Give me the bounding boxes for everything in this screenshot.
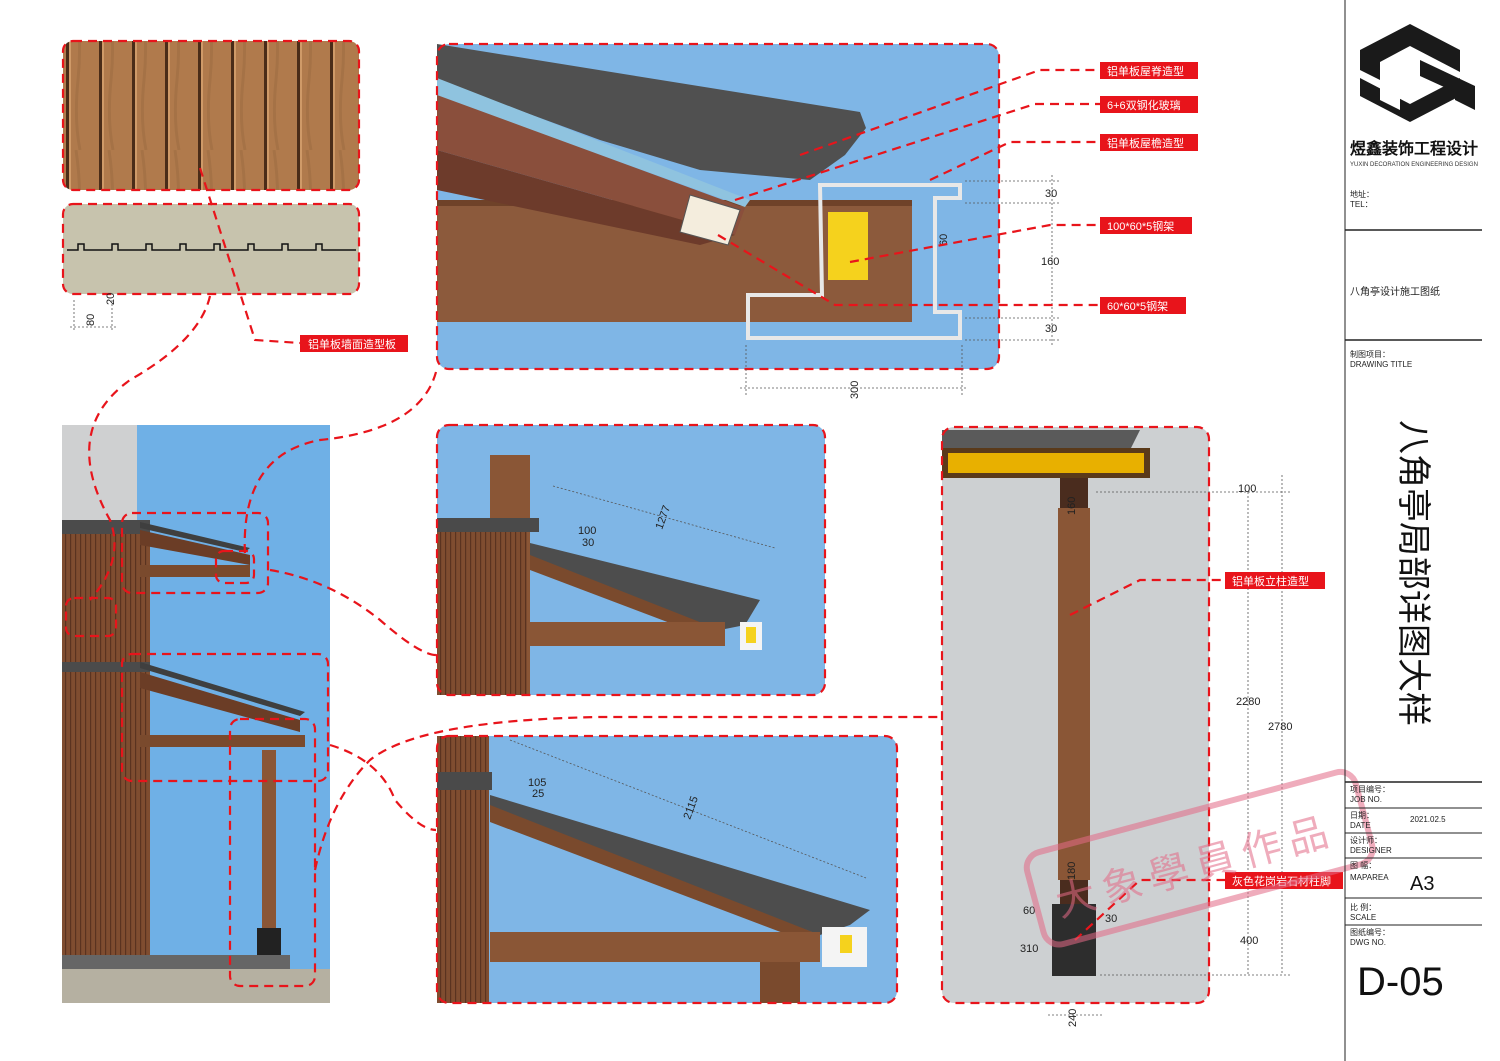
dim-col-2780: 2780 bbox=[1268, 721, 1292, 733]
dim-col-60: 60 bbox=[1023, 905, 1035, 917]
svg-text:60*60*5钢架: 60*60*5钢架 bbox=[1107, 300, 1168, 313]
scale-cn: 比 例： bbox=[1350, 902, 1376, 912]
wall-panel-elevation bbox=[61, 39, 361, 192]
tel-label: TEL： bbox=[1350, 200, 1373, 209]
upper-roof-detail: 1277 100 30 bbox=[435, 423, 827, 697]
job-no-cn: 项目编号： bbox=[1350, 784, 1390, 794]
date-value: 2021.02.5 bbox=[1410, 815, 1446, 824]
company-name: 煜鑫装饰工程设计 bbox=[1350, 139, 1478, 158]
drawing-title-label-en: DRAWING TITLE bbox=[1350, 360, 1412, 369]
dim-roof2-105: 105 bbox=[528, 777, 546, 789]
dim-col-30: 30 bbox=[1105, 913, 1117, 925]
dim-roof1-30: 30 bbox=[582, 537, 594, 549]
dim-20: 20 bbox=[105, 293, 117, 305]
column-detail: 100 160 2280 2780 180 60 30 310 400 240 bbox=[940, 425, 1292, 1027]
maparea-value: A3 bbox=[1410, 873, 1434, 895]
svg-text:铝单板墙面造型板: 铝单板墙面造型板 bbox=[308, 337, 396, 351]
lower-roof-detail: 2115 105 25 bbox=[435, 734, 899, 1005]
callout-steel-60: 60*60*5钢架 bbox=[1100, 297, 1186, 314]
address-label: 地址： bbox=[1350, 189, 1374, 199]
dim-col-160: 160 bbox=[1066, 497, 1078, 515]
dim-col-180: 180 bbox=[1066, 862, 1078, 880]
dim-col-2280: 2280 bbox=[1236, 696, 1260, 708]
company-logo-icon bbox=[1360, 24, 1475, 122]
callout-wall-panel: 铝单板墙面造型板 bbox=[300, 335, 408, 352]
dim-col-100: 100 bbox=[1238, 483, 1256, 495]
designer-en: DESIGNER bbox=[1350, 846, 1392, 855]
dim-col-400: 400 bbox=[1240, 935, 1258, 947]
dwgno-en: DWG NO. bbox=[1350, 938, 1386, 947]
dim-80: 80 bbox=[85, 314, 97, 326]
callout-glass: 6+6双钢化玻璃 bbox=[1100, 96, 1198, 113]
dwgno-cn: 图纸编号： bbox=[1350, 927, 1390, 937]
maparea-en: MAPAREA bbox=[1350, 873, 1389, 882]
svg-text:铝单板立柱造型: 铝单板立柱造型 bbox=[1232, 574, 1309, 588]
callout-ridge: 铝单板屋脊造型 bbox=[1100, 62, 1198, 79]
dim-roof2-25: 25 bbox=[532, 788, 544, 800]
date-en: DATE bbox=[1350, 821, 1371, 830]
leader-lines bbox=[88, 68, 1225, 941]
project-title: 八角亭设计施工图纸 bbox=[1350, 285, 1440, 298]
svg-text:100*60*5钢架: 100*60*5钢架 bbox=[1107, 220, 1174, 233]
callout-column: 铝单板立柱造型 bbox=[1225, 572, 1325, 589]
job-no-en: JOB NO. bbox=[1350, 795, 1382, 804]
svg-text:铝单板屋脊造型: 铝单板屋脊造型 bbox=[1107, 64, 1184, 78]
dwg-number: D-05 bbox=[1357, 960, 1444, 1004]
dim-col-310: 310 bbox=[1020, 943, 1038, 955]
dim-col-240: 240 bbox=[1067, 1009, 1079, 1027]
callout-steel-100: 100*60*5钢架 bbox=[1100, 217, 1192, 234]
eave-section-detail: 30 160 60 30 300 bbox=[435, 42, 1060, 399]
designer-cn: 设计师： bbox=[1350, 835, 1382, 845]
dim-sec-30-top: 30 bbox=[1045, 188, 1057, 200]
scale-en: SCALE bbox=[1350, 913, 1376, 922]
dim-roof1-100: 100 bbox=[578, 525, 596, 537]
pavilion-elevation bbox=[62, 425, 330, 1003]
dim-sec-160: 160 bbox=[1041, 256, 1059, 268]
callout-eave: 铝单板屋檐造型 bbox=[1100, 134, 1198, 151]
dim-sec-300: 300 bbox=[849, 381, 861, 399]
title-block: 煜鑫装饰工程设计 YUXIN DECORATION ENGINEERING DE… bbox=[1344, 0, 1482, 1061]
date-cn: 日期： bbox=[1350, 811, 1374, 820]
wall-panel-section: 80 20 bbox=[61, 202, 361, 332]
maparea-cn: 图 幅： bbox=[1350, 860, 1376, 870]
svg-text:铝单板屋檐造型: 铝单板屋檐造型 bbox=[1107, 136, 1184, 150]
svg-text:6+6双钢化玻璃: 6+6双钢化玻璃 bbox=[1107, 98, 1181, 112]
company-subtitle: YUXIN DECORATION ENGINEERING DESIGN bbox=[1350, 162, 1478, 168]
drawing-title-label-cn: 制图项目： bbox=[1350, 349, 1390, 359]
drawing-title: 八角亭局部详图大样 bbox=[1394, 420, 1432, 726]
dim-sec-30-bot: 30 bbox=[1045, 323, 1057, 335]
